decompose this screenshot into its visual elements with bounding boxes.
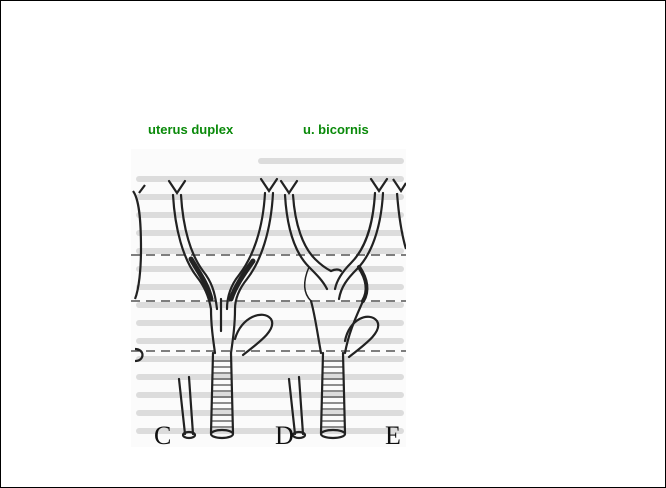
panel-letter-e: E [385,421,401,451]
panel-letter-d: D [275,421,294,451]
panel-letter-c: C [154,421,171,451]
background-text-lines [139,161,401,431]
uterus-duplex-label: uterus duplex [148,122,233,137]
uterus-diagram-image [131,149,406,447]
u-bicornis-label: u. bicornis [303,122,369,137]
partial-uterus-left [133,185,145,361]
